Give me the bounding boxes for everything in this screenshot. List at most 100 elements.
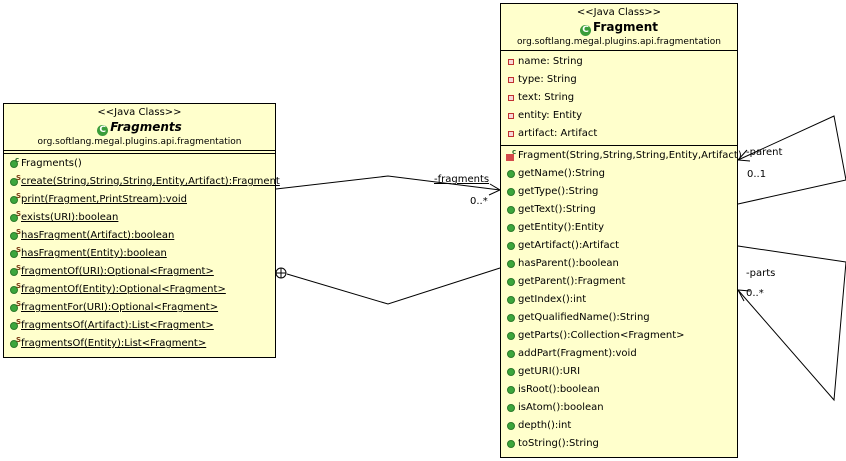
public-method-icon xyxy=(10,322,18,330)
method-row[interactable]: isRoot():boolean xyxy=(501,381,737,399)
public-method-icon xyxy=(507,206,515,214)
class-icon: C xyxy=(97,125,109,136)
fragments-association-line xyxy=(275,175,501,191)
public-method-icon xyxy=(10,286,18,294)
public-method-icon xyxy=(10,340,18,348)
parts-arrowhead xyxy=(737,289,751,302)
public-method-icon xyxy=(507,278,515,286)
public-method-icon xyxy=(507,314,515,322)
private-field-icon xyxy=(508,77,514,83)
method-row[interactable]: isAtom():boolean xyxy=(501,399,737,417)
method-row[interactable]: addPart(Fragment):void xyxy=(501,345,737,363)
static-marker-icon: S xyxy=(16,246,22,254)
method-row[interactable]: hasParent():boolean xyxy=(501,255,737,273)
field-row[interactable]: artifact: Artifact xyxy=(501,125,737,143)
method-row[interactable]: getIndex():int xyxy=(501,291,737,309)
public-method-icon xyxy=(507,404,515,412)
static-marker-icon: S xyxy=(16,228,22,236)
method-row[interactable]: getEntity():Entity xyxy=(501,219,737,237)
fragments-role-label: -fragments xyxy=(434,174,490,185)
fragment-fields-list: name: String type: String text: String e… xyxy=(501,51,737,145)
fragment-class-name: Fragment xyxy=(593,20,658,34)
field-row[interactable]: type: String xyxy=(501,71,737,89)
public-method-icon xyxy=(10,196,18,204)
method-row[interactable]: getType():String xyxy=(501,183,737,201)
public-method-icon xyxy=(10,304,18,312)
fragment-fields-divider xyxy=(501,50,737,51)
parts-multiplicity-label: 0..* xyxy=(746,288,764,299)
public-method-icon xyxy=(507,188,515,196)
constructor-marker-icon: c xyxy=(512,148,517,156)
parent-multiplicity-label: 0..1 xyxy=(747,169,767,180)
field-row[interactable]: text: String xyxy=(501,89,737,107)
method-row[interactable]: depth():int xyxy=(501,417,737,435)
constructor-icon xyxy=(506,154,514,161)
private-field-icon xyxy=(508,113,514,119)
public-method-icon xyxy=(10,268,18,276)
field-row[interactable]: name: String xyxy=(501,53,737,71)
public-method-icon xyxy=(507,242,515,250)
method-row[interactable]: getName():String xyxy=(501,165,737,183)
method-row[interactable]: getArtifact():Artifact xyxy=(501,237,737,255)
parent-association-line xyxy=(737,115,846,205)
public-method-icon xyxy=(10,160,18,168)
static-marker-icon: S xyxy=(16,192,22,200)
containment-line xyxy=(286,267,501,305)
parts-role-label: -parts xyxy=(746,268,776,279)
fragment-package: org.softlang.megal.plugins.api.fragmenta… xyxy=(517,37,721,47)
fragments-attributes-divider xyxy=(4,150,275,151)
static-marker-icon: S xyxy=(16,300,22,308)
public-method-icon xyxy=(10,214,18,222)
public-method-icon xyxy=(507,368,515,376)
class-icon: C xyxy=(580,25,592,36)
public-method-icon xyxy=(507,170,515,178)
parent-role-label: -parent xyxy=(746,147,783,158)
method-row[interactable]: toString():String xyxy=(501,435,737,453)
public-method-icon xyxy=(507,224,515,232)
private-field-icon xyxy=(508,131,514,137)
method-row[interactable]: getText():String xyxy=(501,201,737,219)
field-row[interactable]: entity: Entity xyxy=(501,107,737,125)
method-row[interactable]: getParts():Collection<Fragment> xyxy=(501,327,737,345)
fragment-methods-divider xyxy=(501,145,737,146)
fragments-class-name: Fragments xyxy=(110,120,182,134)
static-marker-icon: S xyxy=(16,336,22,344)
fragments-multiplicity-label: 0..* xyxy=(470,196,488,207)
public-method-icon xyxy=(507,350,515,358)
static-marker-icon: S xyxy=(16,264,22,272)
fragments-stereotype: <<Java Class>> xyxy=(97,107,182,118)
static-marker-icon: S xyxy=(16,318,22,326)
public-method-icon xyxy=(507,440,515,448)
parts-association-line xyxy=(737,245,846,402)
public-method-icon xyxy=(507,296,515,304)
public-method-icon xyxy=(507,386,515,394)
public-method-icon xyxy=(507,260,515,268)
public-method-icon xyxy=(507,422,515,430)
public-method-icon xyxy=(10,232,18,240)
public-method-icon xyxy=(10,178,18,186)
constructor-marker-icon: c xyxy=(15,156,20,164)
method-row[interactable]: getQualifiedName():String xyxy=(501,309,737,327)
static-marker-icon: S xyxy=(16,282,22,290)
private-field-icon xyxy=(508,59,514,65)
method-row[interactable]: getParent():Fragment xyxy=(501,273,737,291)
method-row[interactable]: getURI():URI xyxy=(501,363,737,381)
